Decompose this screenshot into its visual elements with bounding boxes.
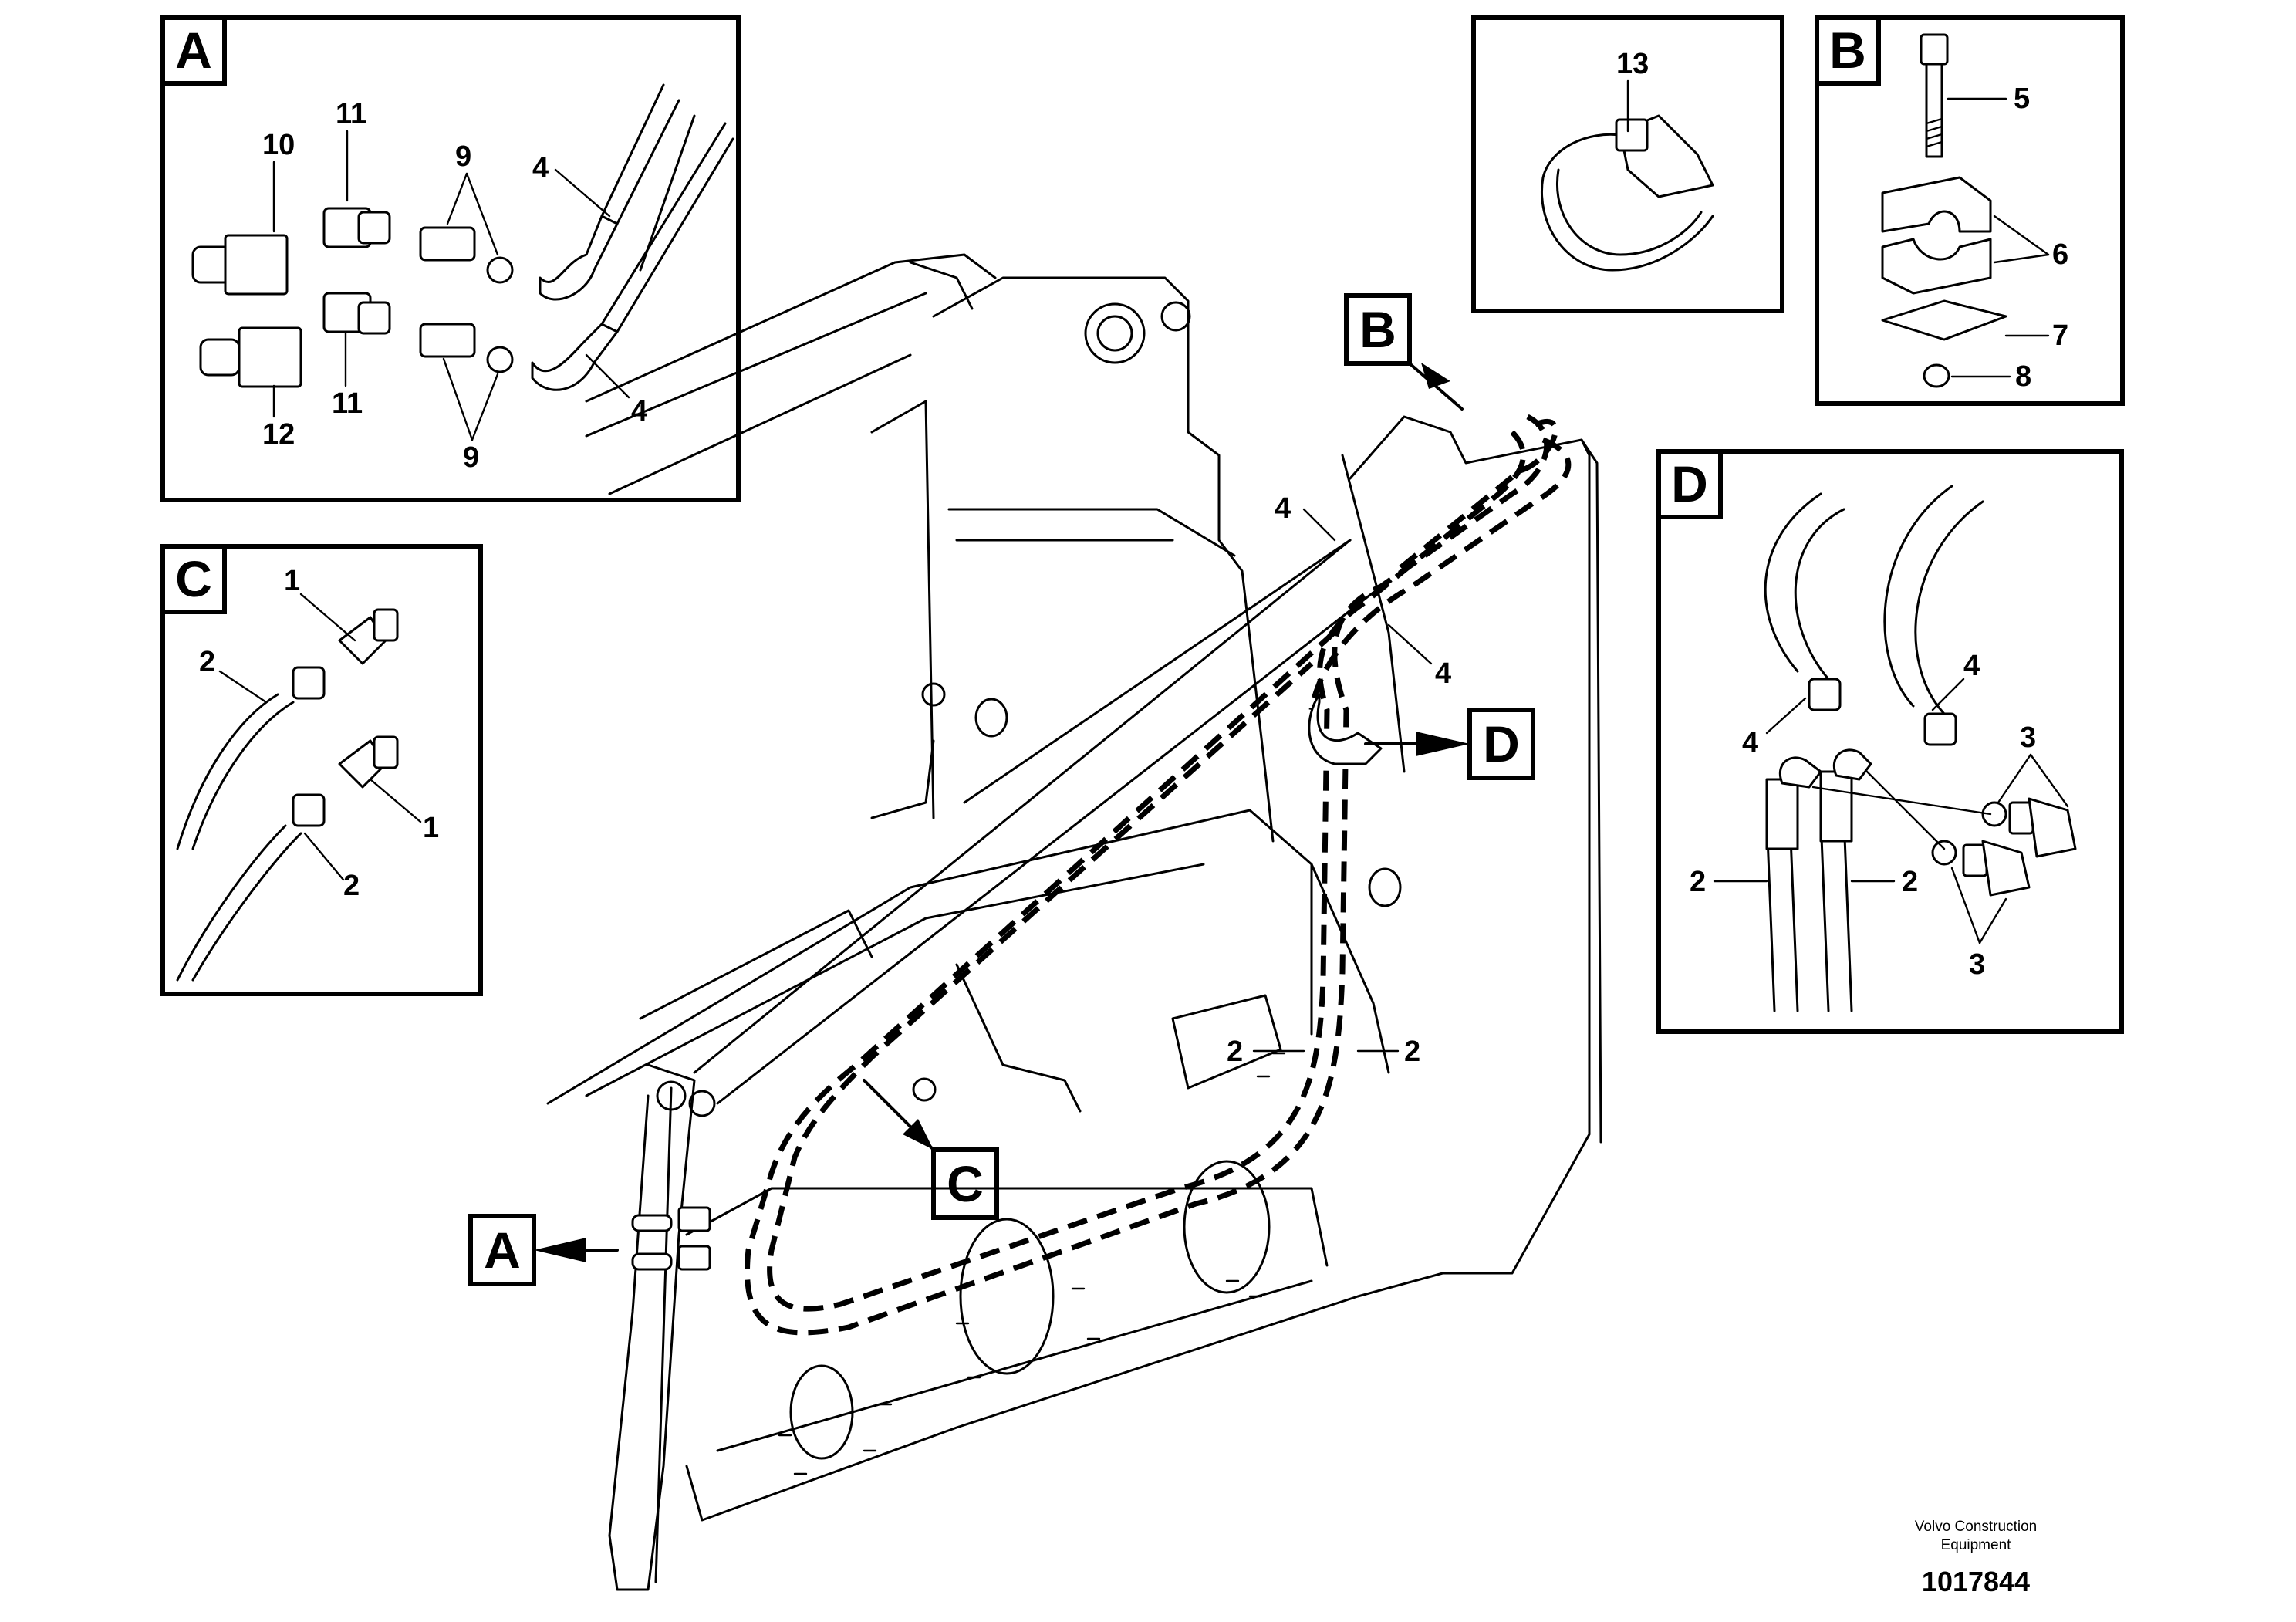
clamp-detail-panel: 13 (1471, 15, 1784, 313)
panel-d-label-4-left: 4 (1742, 727, 1758, 759)
panel-a-label-11-top: 11 (336, 98, 366, 130)
panel-d-label-4-right: 4 (1963, 650, 1980, 682)
detail-panel-c: C 1 2 1 2 (160, 544, 483, 996)
panel-a-label-12: 12 (262, 418, 295, 451)
panel-b-label-7: 7 (2052, 319, 2068, 352)
drawing-number: 1017844 (1922, 1566, 2030, 1597)
callout-a-label: A (484, 1222, 521, 1279)
panel-c-label-1-bottom: 1 (423, 812, 439, 844)
panel-a-label-11-bottom: 11 (332, 387, 363, 420)
main-fittings-a (631, 693, 1383, 1271)
callout-b: B (1344, 293, 1464, 411)
panel-c-title: C (175, 550, 212, 607)
panel-a-label-9-bottom: 9 (463, 441, 479, 474)
main-label-2b: 2 (1404, 1036, 1420, 1068)
detail-panel-d: D 4 4 3 2 2 3 (1656, 449, 2124, 1034)
panel-d-label-2-left: 2 (1690, 866, 1706, 898)
callout-b-label: B (1359, 301, 1396, 358)
callout-d-label: D (1483, 715, 1520, 772)
callout-c: C (863, 1079, 999, 1220)
detail-panel-b: B 5 6 7 8 (1815, 15, 2125, 406)
company-line2: Equipment (1941, 1537, 2012, 1553)
panel-a-label-4-bottom: 4 (631, 395, 647, 427)
detail-panel-a: A 10 11 9 4 12 11 9 (160, 15, 741, 502)
panel-a-label-4-top: 4 (532, 152, 549, 184)
panel-a-label-10: 10 (262, 129, 295, 161)
panel-c-label-1-top: 1 (284, 565, 300, 597)
callout-c-label: C (947, 1155, 984, 1212)
main-view-labels: 4 4 2 2 (1227, 492, 1451, 1068)
panel-b-title: B (1829, 22, 1866, 79)
panel-d-title: D (1671, 455, 1708, 512)
main-label-4a: 4 (1275, 492, 1291, 525)
company-line1: Volvo Construction (1915, 1519, 2037, 1535)
loader-frame-drawing (546, 253, 1602, 1591)
panel-b-label-5: 5 (2014, 83, 2030, 115)
footer-credit: Volvo Construction Equipment 1017844 (1915, 1519, 2037, 1597)
callout-a: A (468, 1214, 619, 1286)
main-label-4b: 4 (1435, 657, 1451, 690)
clamp-label-13: 13 (1616, 48, 1649, 80)
panel-c-label-2-bottom: 2 (343, 870, 360, 902)
callout-d: D (1364, 708, 1535, 780)
panel-b-label-8: 8 (2015, 360, 2031, 393)
panel-a-label-9-top: 9 (455, 140, 471, 173)
panel-c-label-2-top: 2 (199, 646, 215, 678)
hose-routing-dashed (745, 414, 1572, 1336)
panel-d-label-3-top: 3 (2020, 721, 2036, 754)
panel-a-title: A (175, 22, 212, 79)
panel-b-label-6: 6 (2052, 238, 2068, 271)
main-label-2a: 2 (1227, 1036, 1243, 1068)
panel-d-label-3-bottom: 3 (1969, 948, 1985, 981)
panel-d-label-2-right: 2 (1902, 866, 1918, 898)
